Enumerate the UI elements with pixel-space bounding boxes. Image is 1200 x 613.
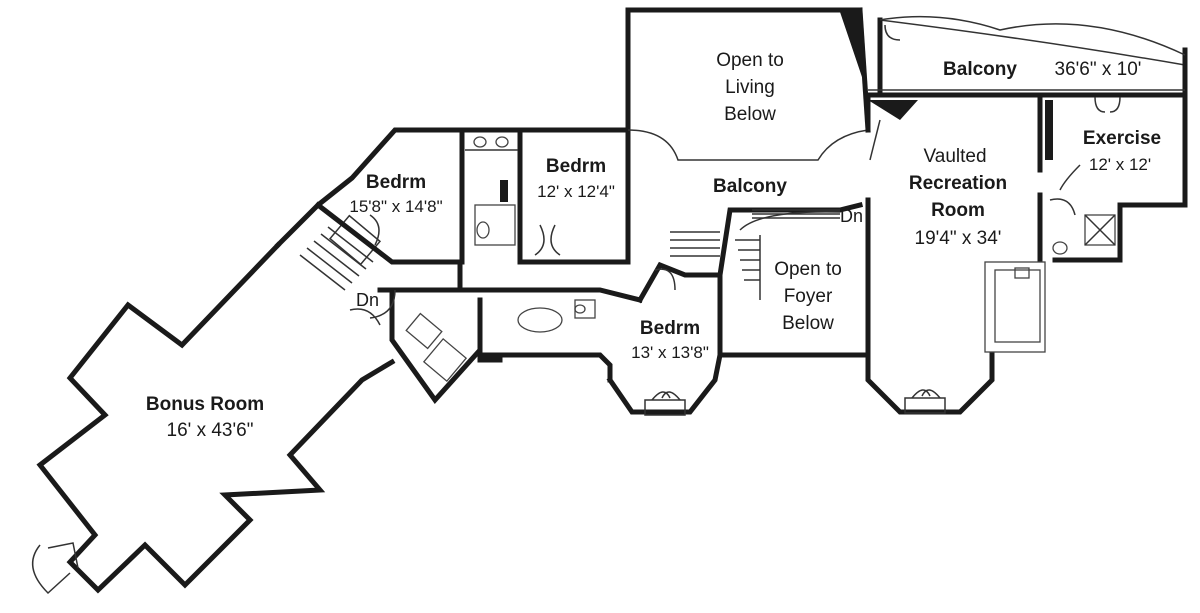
recreation-line2: Recreation <box>909 173 1007 194</box>
center-hall <box>349 287 644 404</box>
left-stair <box>274 127 631 293</box>
room-labels: Bonus Room 16' x 43'6" Bedrm 15'8" x 14'… <box>146 50 1161 441</box>
top-balcony-dims: 36'6" x 10' <box>1055 59 1142 80</box>
bonus-room-walls <box>31 241 396 595</box>
open-living-line3: Below <box>724 104 776 125</box>
bedroom1-dims: 15'8" x 14'8" <box>349 197 442 216</box>
east-wing-walls <box>865 15 1188 415</box>
top-balcony-name: Balcony <box>943 59 1017 80</box>
bedroom3-dims: 13' x 13'8" <box>631 343 709 362</box>
exercise-name: Exercise <box>1083 128 1161 149</box>
bedroom3-walls <box>606 261 723 416</box>
open-living-line1: Open to <box>716 50 784 71</box>
bedroom1-name: Bedrm <box>366 172 426 193</box>
open-foyer-line1: Open to <box>774 259 842 280</box>
recreation-line1: Vaulted <box>923 146 986 167</box>
stair-left-label: Dn <box>356 290 379 310</box>
open-foyer-line3: Below <box>782 313 834 334</box>
bedroom2-dims: 12' x 12'4" <box>537 182 615 201</box>
bonus-room-name: Bonus Room <box>146 394 264 415</box>
recreation-line3: Room <box>931 200 985 221</box>
open-foyer-line2: Foyer <box>784 286 833 307</box>
bedroom-walls <box>369 127 631 265</box>
stair-center-label: Dn <box>840 206 863 226</box>
exercise-dims: 12' x 12' <box>1089 155 1151 174</box>
recreation-dims: 19'4" x 34' <box>915 228 1002 249</box>
open-areas <box>625 7 871 358</box>
bedroom3-name: Bedrm <box>640 318 700 339</box>
balcony-label: Balcony <box>713 176 787 197</box>
bedroom2-name: Bedrm <box>546 156 606 177</box>
center-stair <box>670 211 841 281</box>
bonus-room-dims: 16' x 43'6" <box>167 420 254 441</box>
open-living-line2: Living <box>725 77 775 98</box>
